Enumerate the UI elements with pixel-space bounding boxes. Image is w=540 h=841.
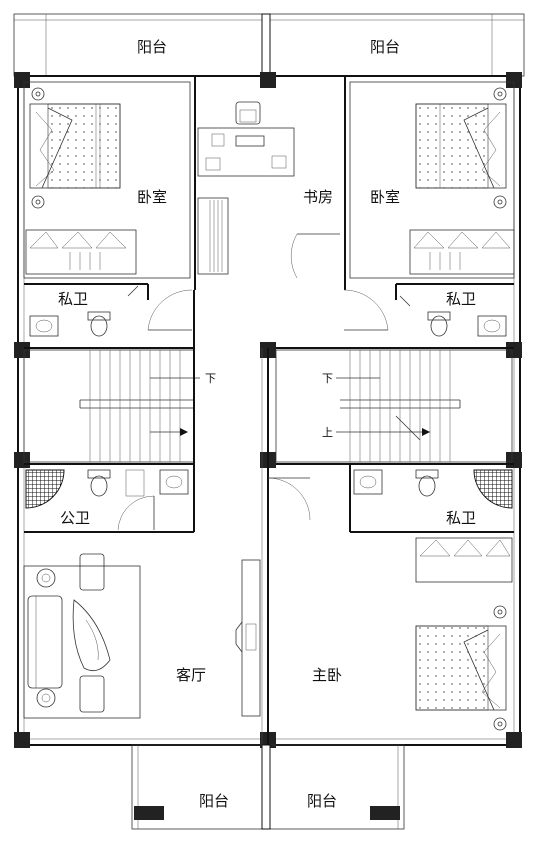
bedroom-left xyxy=(23,81,191,279)
bath-left xyxy=(24,283,193,337)
room-label-bath-right: 私卫 xyxy=(446,290,476,308)
stair-right xyxy=(275,347,514,465)
stair-right-down-label: 下 xyxy=(322,372,333,385)
bedroom-right xyxy=(349,81,515,279)
room-label-balcony-top-left: 阳台 xyxy=(137,38,167,56)
room-label-public-bath: 公卫 xyxy=(60,509,90,527)
outer-walls xyxy=(17,75,521,746)
room-label-bath-lower-right: 私卫 xyxy=(446,509,476,527)
room-label-bedroom-left: 卧室 xyxy=(137,188,167,206)
living-room xyxy=(23,553,261,719)
balcony-bottom-right xyxy=(267,744,405,830)
room-label-bath-left: 私卫 xyxy=(58,290,88,308)
master-bedroom xyxy=(415,537,513,731)
stair-left-down-label: 下 xyxy=(205,372,216,385)
room-label-master-bedroom: 主卧 xyxy=(312,666,342,684)
stair-left xyxy=(23,347,200,465)
room-label-balcony-bottom-right: 阳台 xyxy=(307,792,337,810)
balcony-bottom-left xyxy=(131,744,269,830)
bath-right xyxy=(343,283,514,337)
room-label-living-room: 客厅 xyxy=(176,666,206,684)
room-label-bedroom-right: 卧室 xyxy=(370,188,400,206)
room-label-balcony-bottom-left: 阳台 xyxy=(199,792,229,810)
room-label-study: 书房 xyxy=(303,188,333,206)
bath-lower-right xyxy=(349,464,514,533)
study xyxy=(197,101,340,279)
public-bath xyxy=(24,464,311,533)
stair-right-up-label: 上 xyxy=(322,426,333,439)
room-label-balcony-top-right: 阳台 xyxy=(370,38,400,56)
